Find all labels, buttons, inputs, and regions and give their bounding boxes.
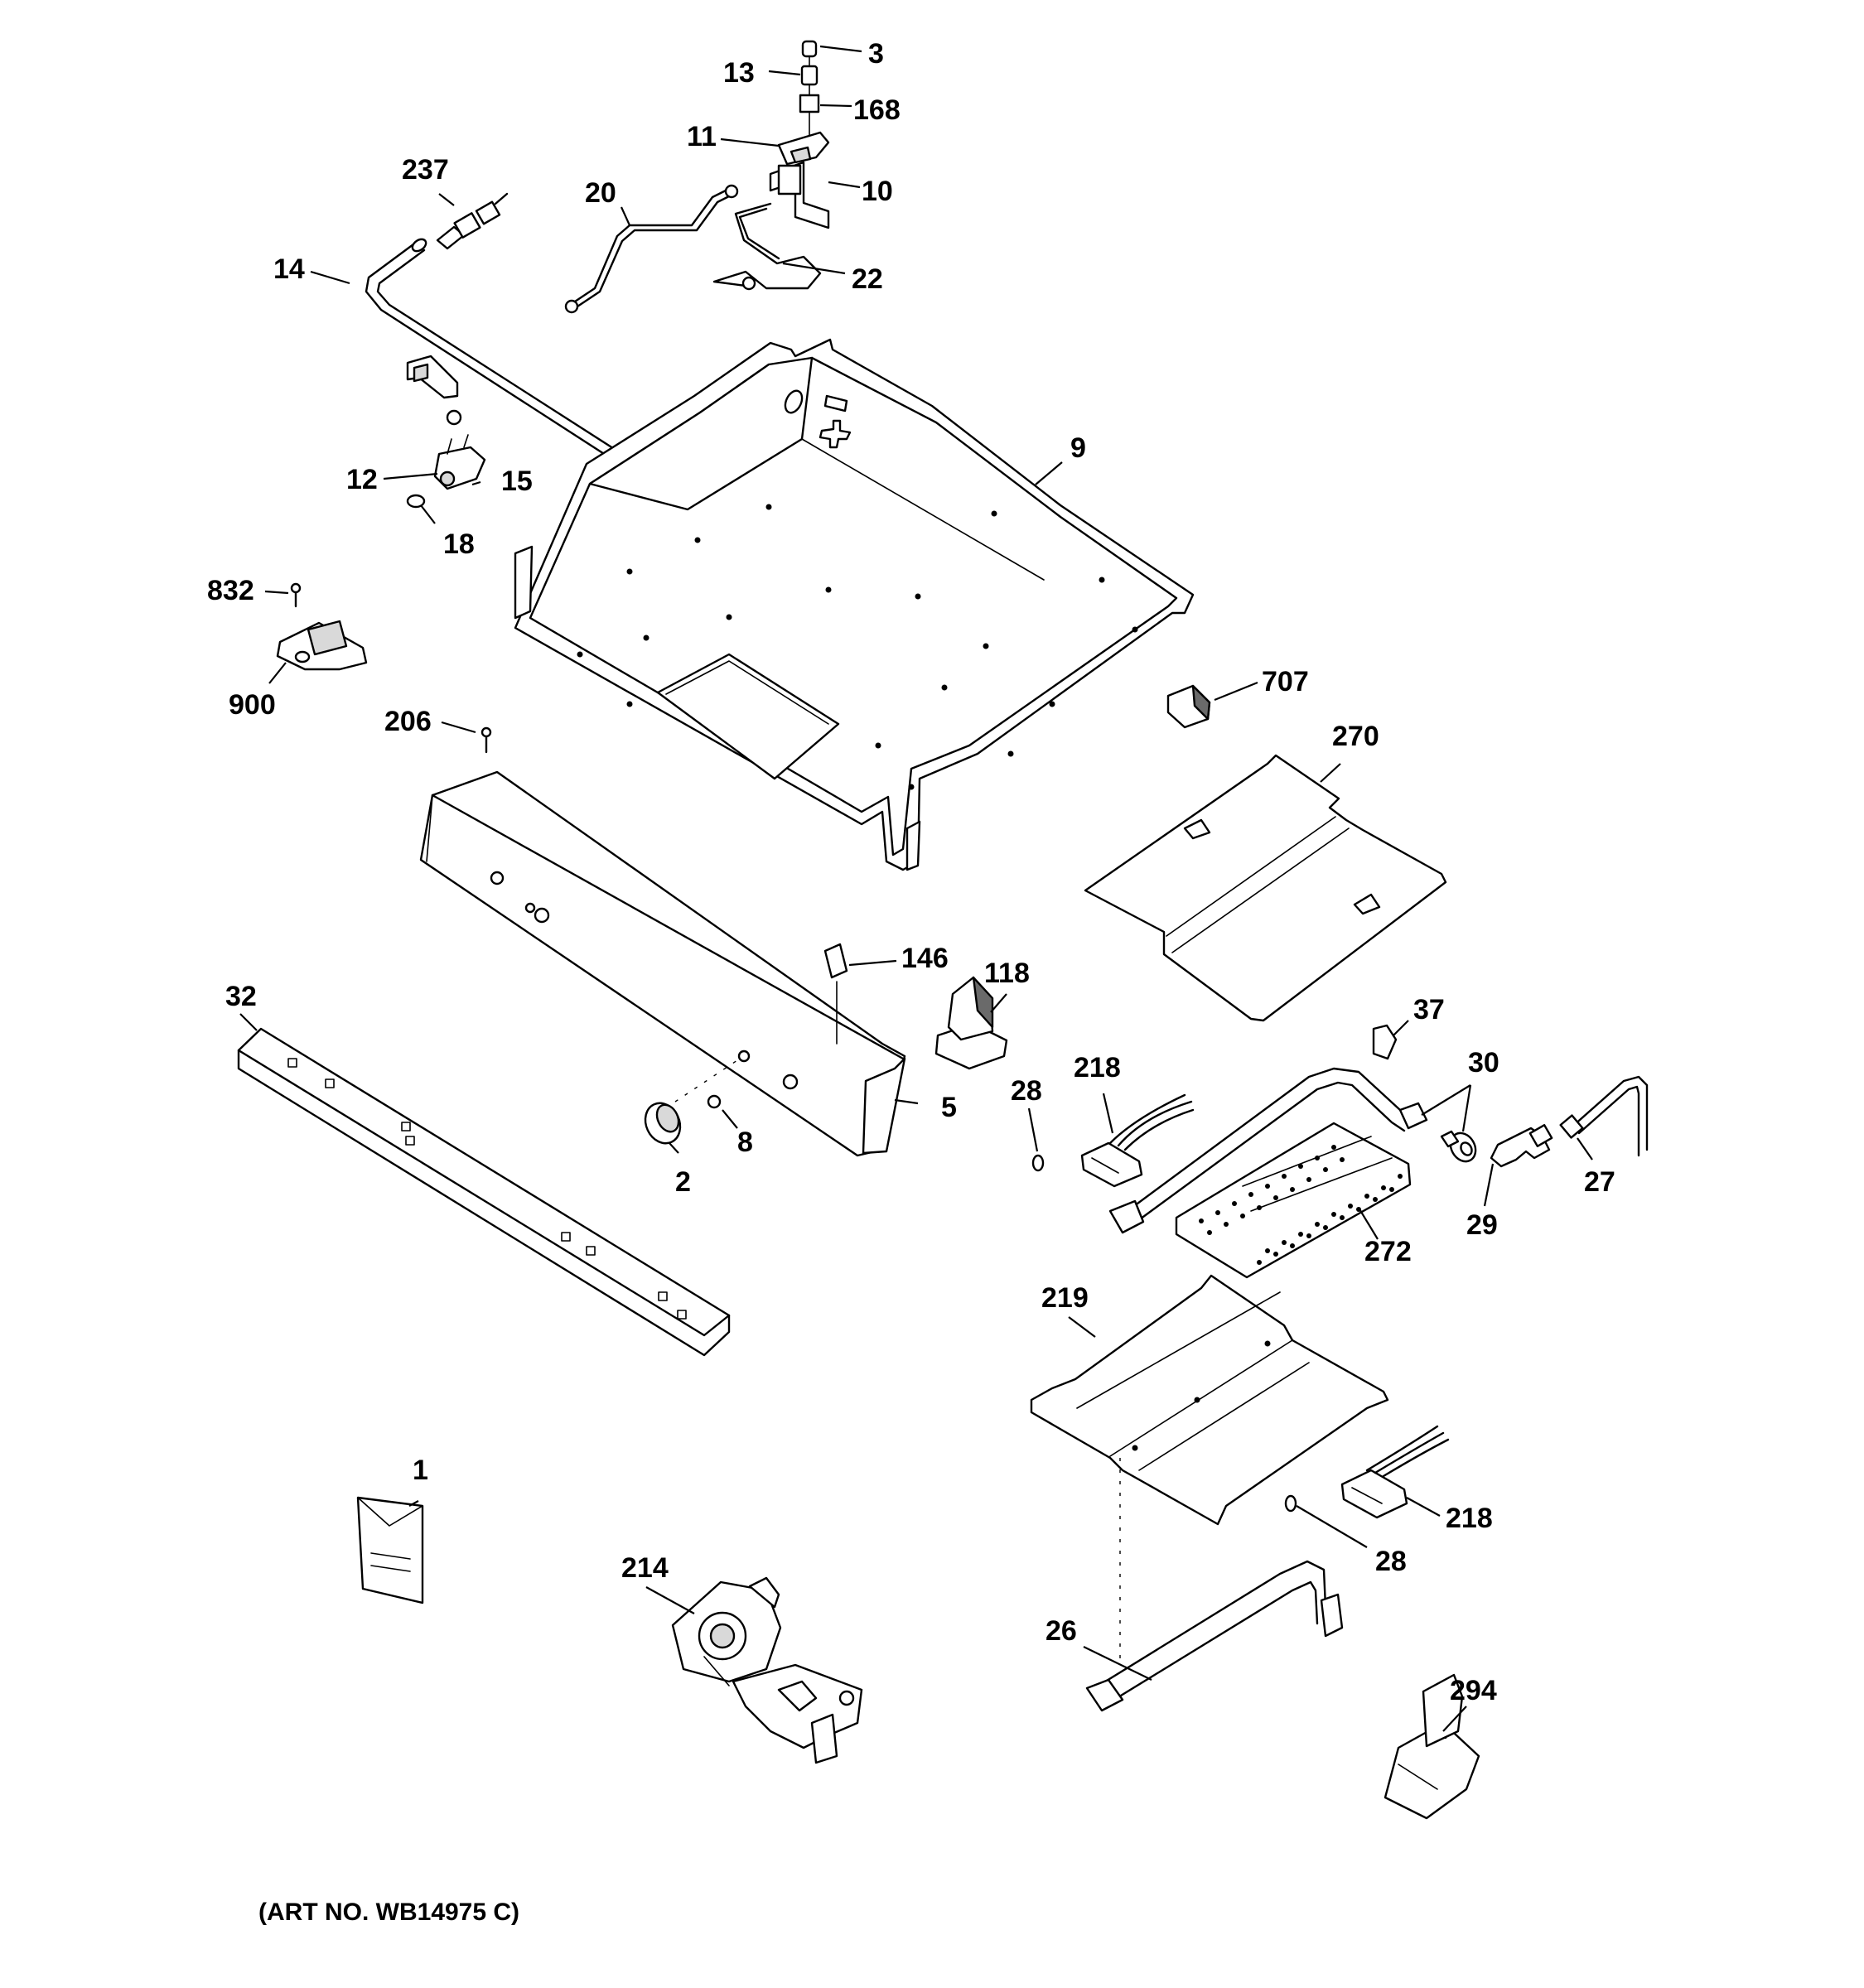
part-29-elbow xyxy=(1490,1124,1553,1168)
label-part-28-lower: 28 xyxy=(1375,1546,1407,1577)
label-part-270: 270 xyxy=(1332,721,1379,752)
label-part-146: 146 xyxy=(901,943,949,974)
label-part-900: 900 xyxy=(229,689,276,721)
label-part-15: 15 xyxy=(501,466,533,497)
part-900-bracket xyxy=(276,582,368,671)
valve-stack-assembly xyxy=(769,40,830,229)
part-270-shield xyxy=(1084,754,1447,1022)
label-part-32: 32 xyxy=(225,981,257,1012)
part-146-clip xyxy=(823,943,848,1045)
part-2-knob xyxy=(644,1059,738,1145)
label-part-168: 168 xyxy=(853,94,901,126)
label-part-5: 5 xyxy=(941,1092,957,1123)
label-part-14: 14 xyxy=(273,253,305,285)
label-part-20: 20 xyxy=(585,177,616,209)
label-part-12: 12 xyxy=(346,464,378,495)
part-32-trim-strip xyxy=(237,1027,731,1357)
label-part-214: 214 xyxy=(621,1552,669,1584)
label-part-13: 13 xyxy=(723,57,755,89)
label-part-294: 294 xyxy=(1450,1675,1497,1706)
label-part-272: 272 xyxy=(1364,1236,1412,1267)
part-37-shield-tab xyxy=(1372,1024,1398,1060)
part-219-shield xyxy=(1030,1274,1389,1526)
part-5-manifold-panel xyxy=(419,726,906,1157)
label-part-22: 22 xyxy=(852,263,883,295)
label-part-1: 1 xyxy=(413,1455,428,1486)
part-12-regulator xyxy=(406,409,486,509)
label-part-3: 3 xyxy=(868,38,884,70)
label-part-9: 9 xyxy=(1070,432,1086,464)
part-118-bracket xyxy=(934,976,1008,1070)
part-1-envelope xyxy=(356,1496,424,1604)
part-30-fittings xyxy=(1398,1102,1477,1163)
part-9-burner-box xyxy=(514,338,1195,871)
part-26-burner-tube xyxy=(1085,1458,1344,1712)
part-218-igniter-upper xyxy=(1080,1093,1195,1188)
label-part-10: 10 xyxy=(862,176,893,207)
label-part-11: 11 xyxy=(687,121,717,152)
label-part-8: 8 xyxy=(737,1127,753,1158)
part-218-igniter-lower xyxy=(1340,1425,1450,1519)
label-part-218-upper: 218 xyxy=(1074,1052,1121,1083)
label-part-707: 707 xyxy=(1262,666,1309,697)
label-part-118: 118 xyxy=(984,958,1030,989)
label-part-237: 237 xyxy=(402,154,449,186)
label-part-219: 219 xyxy=(1041,1282,1089,1314)
label-part-832: 832 xyxy=(207,575,254,606)
part-237-fitting xyxy=(436,192,509,250)
part-214-valve xyxy=(671,1576,863,1764)
label-part-30: 30 xyxy=(1468,1047,1499,1078)
label-part-29: 29 xyxy=(1466,1209,1498,1241)
label-part-18: 18 xyxy=(443,528,475,560)
part-707-block xyxy=(1166,684,1211,729)
leader-lines xyxy=(239,45,1593,1732)
part-28-screw-lower xyxy=(1284,1494,1297,1513)
label-part-218-lower: 218 xyxy=(1446,1503,1493,1534)
label-part-28-upper: 28 xyxy=(1011,1075,1042,1107)
part-labels: 3 13 168 11 10 20 22 237 14 9 12 15 18 8… xyxy=(207,38,1615,1926)
label-part-27: 27 xyxy=(1584,1166,1615,1198)
part-22-tube xyxy=(712,202,822,291)
label-part-37: 37 xyxy=(1413,994,1445,1025)
part-294-bracket xyxy=(1384,1673,1480,1820)
art-number: (ART NO. WB14975 C) xyxy=(258,1899,519,1926)
label-part-26: 26 xyxy=(1045,1615,1077,1647)
part-27-tube xyxy=(1559,1075,1649,1157)
part-28-screw-upper xyxy=(1031,1154,1045,1172)
label-part-2: 2 xyxy=(675,1166,691,1198)
label-part-206: 206 xyxy=(384,706,432,737)
